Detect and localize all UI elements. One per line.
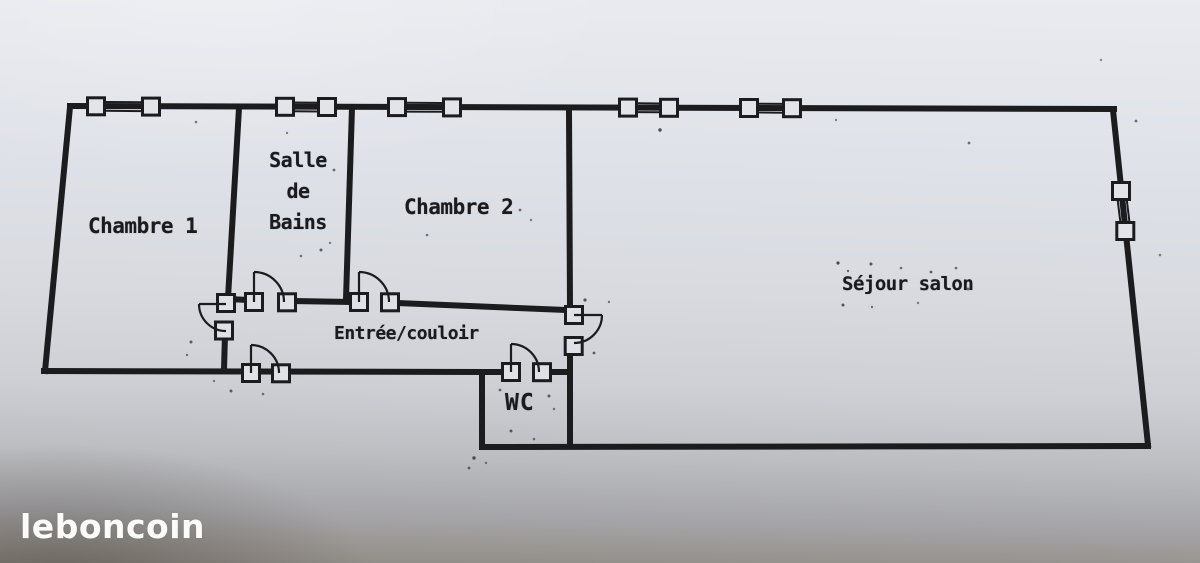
toner-speckles: [185, 58, 1162, 470]
door-arc: [252, 270, 286, 303]
window-glazing: [104, 101, 143, 113]
window-glazing: [1116, 198, 1131, 223]
window-chambre1: [86, 96, 161, 117]
outer-wall-left: [41, 103, 74, 375]
door-jamb: [532, 362, 552, 383]
room-label-line: Bains: [269, 210, 327, 234]
exterior-walls: [40, 102, 1152, 451]
door-sdb: [244, 270, 297, 313]
room-label-chambre-2: Chambre 2: [404, 195, 514, 219]
door-jamb: [563, 336, 584, 356]
window-glazing: [405, 101, 444, 113]
wall-chambre1-sdb: [224, 104, 243, 302]
window-jamb: [387, 97, 407, 118]
window-jamb: [618, 97, 638, 118]
doors: [197, 270, 604, 384]
wall-chambre2-sejour: [565, 107, 574, 449]
outer-wall-bottom: [478, 442, 1152, 451]
window-jamb: [275, 96, 295, 117]
window-jamb: [442, 97, 462, 118]
room-label-line: Salle: [269, 148, 327, 172]
outer-wall-right: [1109, 106, 1152, 449]
room-label-line: de: [286, 179, 310, 203]
door-jamb: [277, 292, 297, 313]
door-jamb: [380, 292, 400, 313]
door-arc: [509, 342, 541, 373]
door-jamb: [271, 363, 291, 384]
window-jamb: [86, 96, 106, 117]
outer-wall-top: [66, 102, 1118, 113]
leboncoin-watermark-logo: leboncoin: [20, 507, 206, 546]
windows: [86, 96, 1136, 241]
room-label-chambre-1: Chambre 1: [88, 214, 198, 238]
wall-sdb-chambre2: [342, 104, 356, 303]
window-jamb: [739, 98, 759, 118]
window-glazing: [293, 101, 319, 113]
window-jamb: [659, 97, 679, 118]
window-sejour-2: [739, 98, 802, 119]
window-glazing: [757, 102, 784, 114]
door-chambre2: [349, 270, 400, 313]
window-glazing: [636, 102, 661, 114]
window-jamb: [782, 98, 802, 119]
room-label-wc: WC: [505, 390, 535, 416]
room-label-salle-de-bains: Salle de Bains: [255, 145, 341, 238]
door-chambre1: [197, 293, 236, 341]
door-sejour: [563, 305, 604, 356]
door-arc: [197, 302, 227, 333]
door-arc: [573, 313, 604, 345]
window-sejour-right-wall: [1111, 181, 1136, 241]
window-sdb: [275, 96, 337, 117]
door-arc: [357, 270, 391, 303]
window-jamb: [141, 96, 161, 117]
room-label-entree-couloir: Entrée/couloir: [334, 323, 479, 344]
door-wc: [501, 342, 552, 383]
door-entrance: [241, 343, 291, 384]
window-jamb: [1115, 221, 1136, 241]
outer-wall-bottom-left: [40, 367, 487, 376]
window-jamb: [1111, 181, 1131, 201]
window-jamb: [317, 97, 337, 117]
window-sejour-1: [618, 97, 679, 118]
door-arc: [249, 343, 281, 374]
window-chambre2: [387, 97, 462, 118]
room-label-sejour-salon: Séjour salon: [842, 273, 974, 295]
